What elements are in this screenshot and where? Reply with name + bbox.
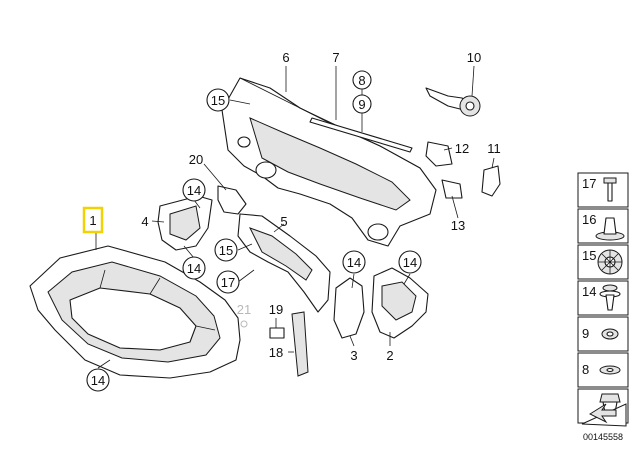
label-12: 12 (455, 141, 469, 156)
screw-icon (603, 177, 617, 202)
label-1-highlighted[interactable]: 1 (89, 213, 96, 228)
legend-item-9[interactable]: 9 (577, 316, 629, 352)
part-13-bracket[interactable] (441, 179, 463, 199)
reference-number: 00145558 (583, 432, 623, 442)
label-14-left-bottom: 14 (187, 261, 201, 276)
legend-label-16: 16 (582, 212, 596, 227)
part-5-wheelarch-insulator[interactable] (237, 213, 331, 313)
part-4-insulator[interactable] (157, 195, 213, 251)
label-3: 3 (350, 348, 357, 363)
legend-label-14: 14 (582, 284, 596, 299)
expansion-nut-icon (595, 217, 625, 241)
arrow-icon (581, 403, 627, 427)
highlight-box (82, 206, 104, 234)
label-10: 10 (467, 50, 481, 65)
label-14-left-top: 14 (187, 183, 201, 198)
part-18-strip[interactable] (291, 311, 309, 377)
fastener-legend: 17 16 15 14 (577, 172, 629, 442)
legend-item-15[interactable]: 15 (577, 244, 629, 280)
label-8: 8 (358, 73, 365, 88)
label-4: 4 (141, 214, 148, 229)
part-1-insulation-mat[interactable] (29, 245, 241, 379)
label-2: 2 (386, 348, 393, 363)
legend-item-8[interactable]: 8 (577, 352, 629, 388)
label-9: 9 (358, 97, 365, 112)
part-20-bracket[interactable] (217, 185, 247, 215)
legend-item-16[interactable]: 16 (577, 208, 629, 244)
label-5: 5 (280, 214, 287, 229)
label-11: 11 (487, 141, 501, 156)
label-19: 19 (269, 302, 283, 317)
leader-lines (95, 65, 495, 369)
legend-item-arrow[interactable] (581, 403, 627, 427)
part-10-hose[interactable] (425, 87, 481, 117)
legend-label-9: 9 (582, 326, 589, 341)
part-2-insulator[interactable] (371, 267, 429, 339)
part-11-clip[interactable] (481, 165, 501, 197)
legend-label-17: 17 (582, 176, 596, 191)
label-13: 13 (451, 218, 465, 233)
part-19-block[interactable] (269, 327, 285, 339)
label-15-top: 15 (211, 93, 225, 108)
label-21: 21 (237, 302, 251, 317)
label-20: 20 (189, 152, 203, 167)
callouts: 6 7 10 8 9 15 12 11 13 20 14 4 14 5 15 1… (82, 50, 501, 392)
push-rivet-icon (599, 284, 621, 311)
clip-round-icon (597, 249, 623, 275)
legend-label-15: 15 (582, 248, 596, 263)
legend-item-14[interactable]: 14 (577, 280, 629, 316)
label-7: 7 (332, 50, 339, 65)
label-17: 17 (221, 275, 235, 290)
part-21-screw[interactable] (240, 320, 248, 328)
label-6: 6 (282, 50, 289, 65)
label-14-bottom: 14 (91, 373, 105, 388)
part-12-bracket[interactable] (425, 141, 453, 167)
label-14-mid: 14 (347, 255, 361, 270)
grommet-icon (601, 328, 619, 340)
legend-item-17[interactable]: 17 (577, 172, 629, 208)
label-14-right: 14 (403, 255, 417, 270)
part-3-insulator[interactable] (333, 277, 365, 339)
legend-label-8: 8 (582, 362, 589, 377)
part-7-seal-strip[interactable] (309, 117, 413, 153)
washer-icon (599, 365, 621, 375)
label-18: 18 (269, 345, 283, 360)
label-15-mid: 15 (219, 243, 233, 258)
